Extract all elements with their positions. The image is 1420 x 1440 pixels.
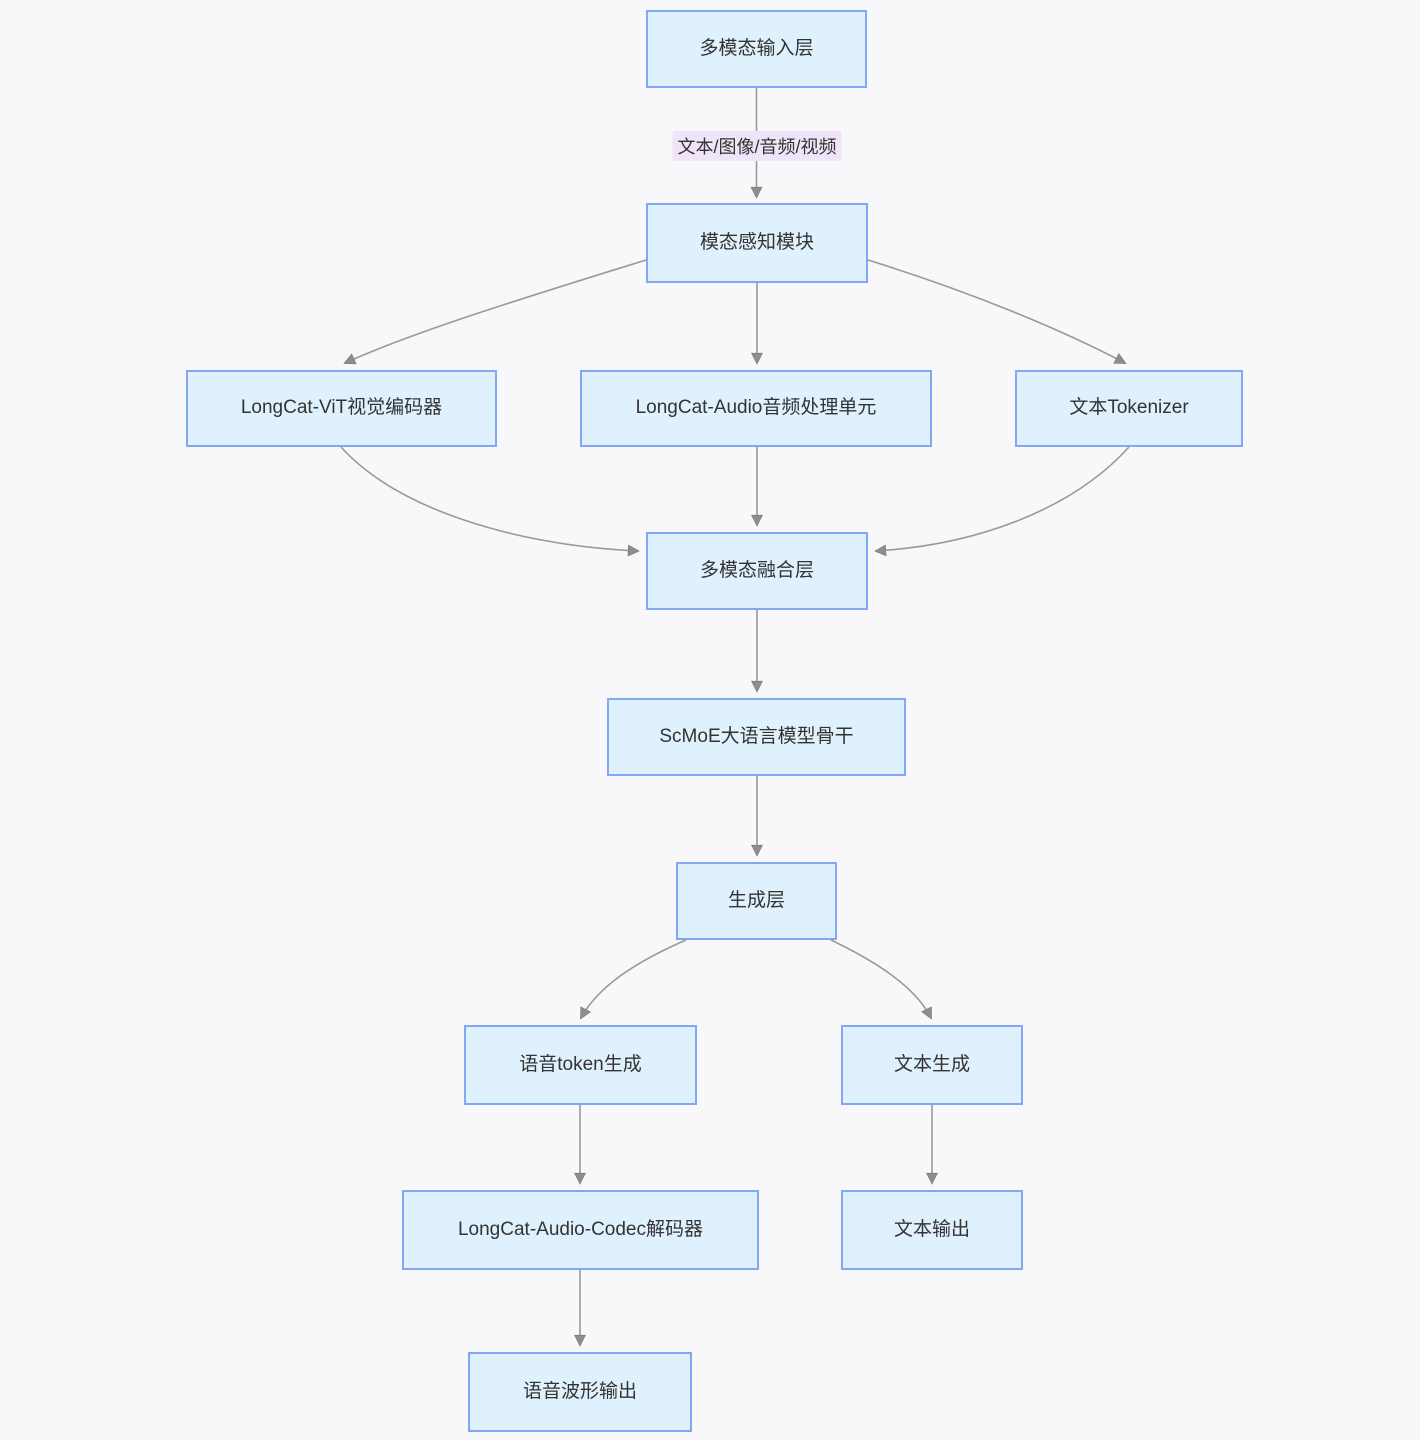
- node-multimodal-fusion-layer: 多模态融合层: [646, 532, 868, 610]
- edge-perception-to-tokenizer: [867, 259, 1127, 364]
- node-speech-waveform-output: 语音波形输出: [468, 1352, 692, 1432]
- node-speech-token-generation: 语音token生成: [464, 1025, 697, 1105]
- node-scmoe-llm-backbone: ScMoE大语言模型骨干: [607, 698, 906, 776]
- node-text-tokenizer: 文本Tokenizer: [1015, 370, 1243, 447]
- node-multimodal-input-layer: 多模态输入层: [646, 10, 867, 88]
- edge-genlayer-to-textgen: [830, 939, 932, 1020]
- node-longcat-audio-codec-decoder: LongCat-Audio-Codec解码器: [402, 1190, 759, 1270]
- edge-tokenizer-to-fusion: [874, 446, 1130, 557]
- node-longcat-vit-visual-encoder: LongCat-ViT视觉编码器: [186, 370, 497, 447]
- edge-vit-to-fusion: [340, 446, 640, 557]
- node-modality-perception-module: 模态感知模块: [646, 203, 868, 283]
- edge-perception-to-vit: [343, 259, 647, 365]
- node-text-generation: 文本生成: [841, 1025, 1023, 1105]
- node-longcat-audio-processing-unit: LongCat-Audio音频处理单元: [580, 370, 932, 447]
- edge-genlayer-to-speechtok: [580, 939, 687, 1020]
- edge-label-input-modalities: 文本/图像/音频/视频: [672, 131, 842, 161]
- node-text-output: 文本输出: [841, 1190, 1023, 1270]
- node-generation-layer: 生成层: [676, 862, 837, 940]
